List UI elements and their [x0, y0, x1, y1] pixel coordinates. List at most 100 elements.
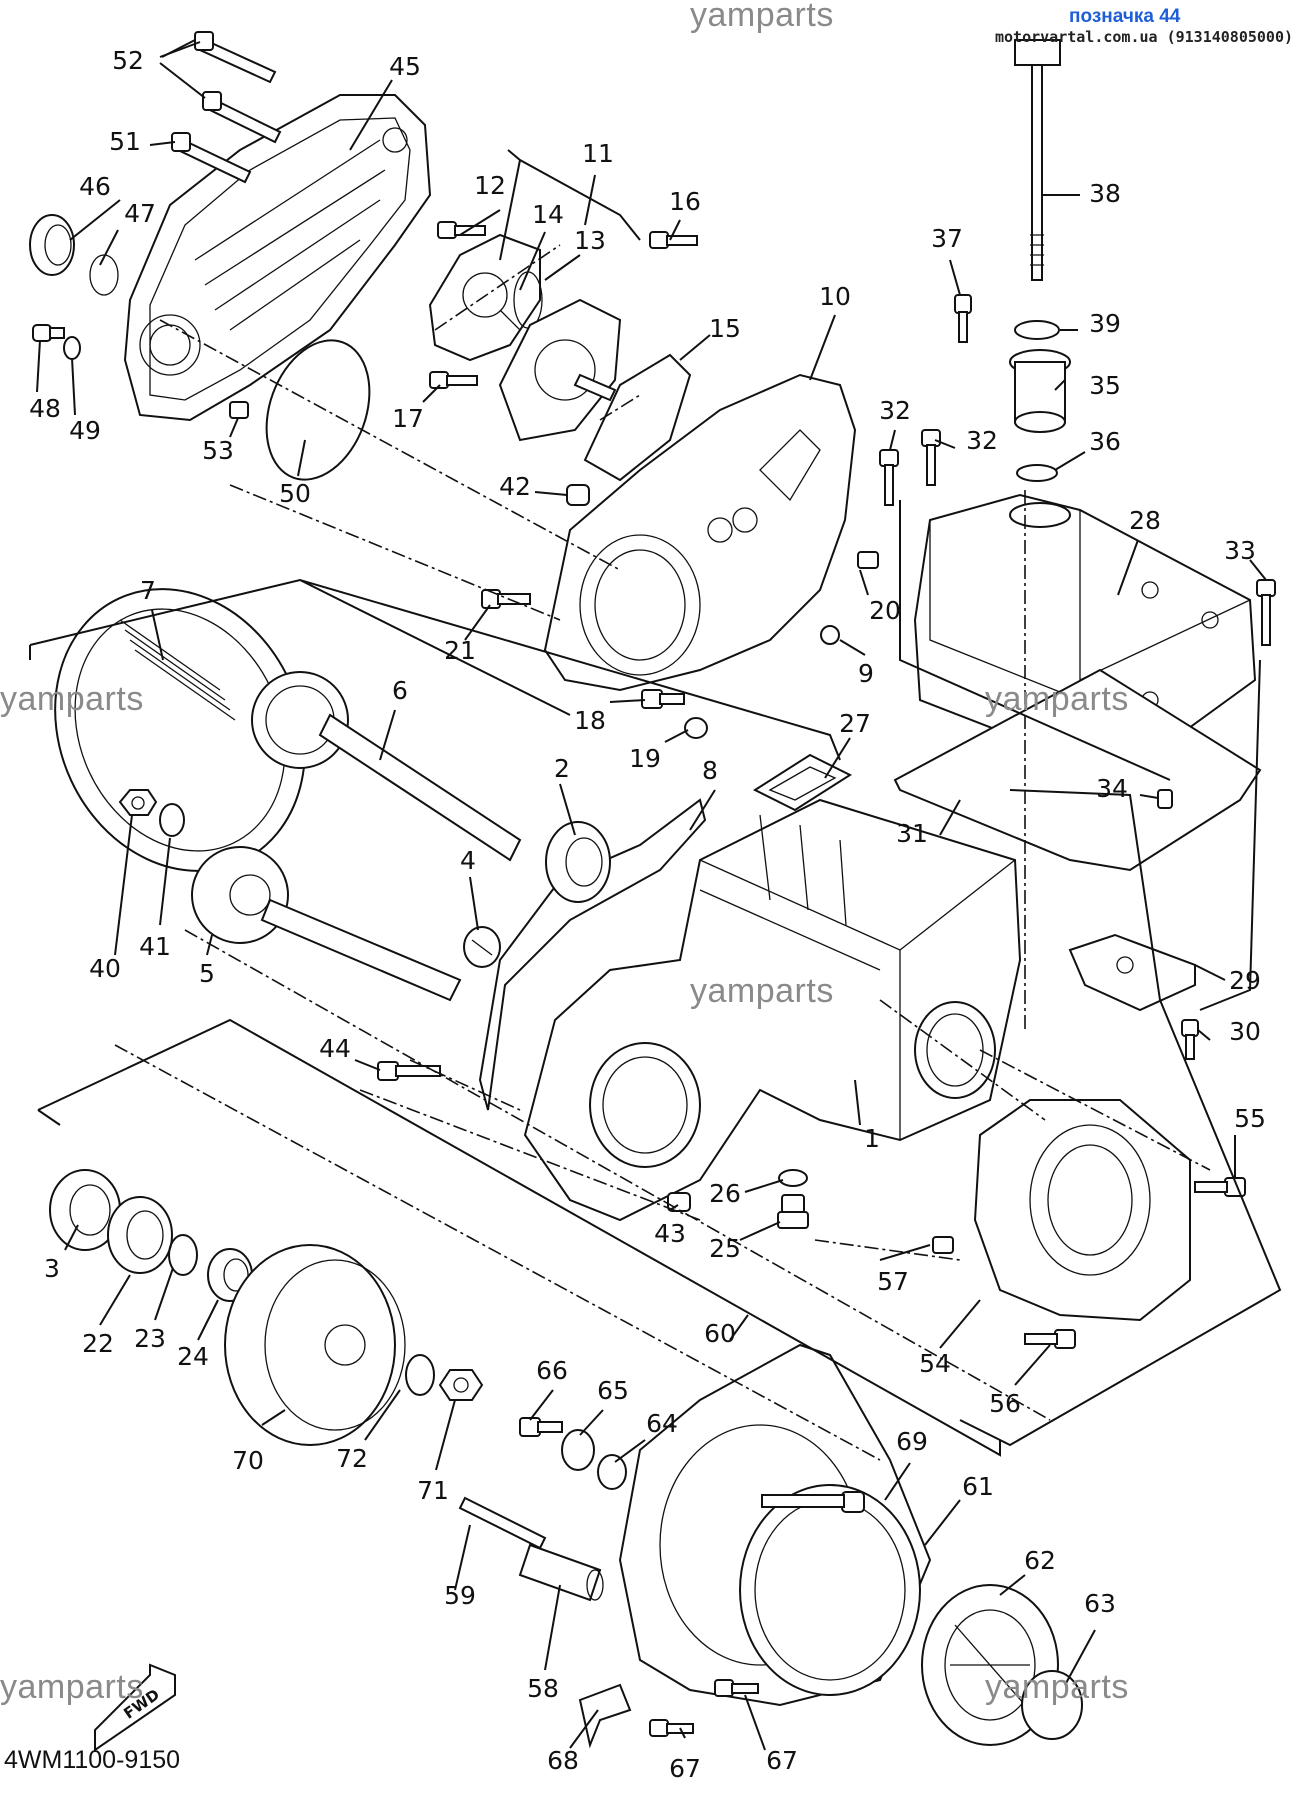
- dowel-42: [566, 484, 590, 506]
- bolts-16-17: [429, 221, 698, 389]
- site-caption: motorvartal.com.ua (913140805000): [995, 28, 1294, 46]
- callout-41: 41: [139, 932, 171, 961]
- callout-1: 1: [864, 1124, 880, 1153]
- callout-64: 64: [646, 1409, 678, 1438]
- bolt-37: [954, 294, 972, 343]
- callout-51: 51: [109, 127, 141, 156]
- callout-9: 9: [858, 659, 874, 688]
- callout-43: 43: [654, 1219, 686, 1248]
- gasket-31: [893, 668, 1262, 872]
- bolt-21: [481, 589, 531, 609]
- callout-69: 69: [896, 1427, 928, 1456]
- callout-21: 21: [444, 636, 476, 665]
- watermark: yamparts: [0, 680, 144, 718]
- bolt-33: [1256, 579, 1276, 646]
- dowel-57: [932, 1236, 954, 1254]
- callout-18: 18: [574, 706, 606, 735]
- callout-47: 47: [124, 199, 156, 228]
- bolts-32: [879, 429, 941, 506]
- callout-33: 33: [1224, 536, 1256, 565]
- bolts-52-51: [159, 31, 282, 184]
- filler-tube-35: [1009, 349, 1071, 433]
- dowel-34: [1157, 789, 1173, 809]
- leader-lines: [36, 39, 1267, 1751]
- callout-52: 52: [112, 46, 144, 75]
- callout-20: 20: [869, 596, 901, 625]
- callout-71: 71: [417, 1476, 449, 1505]
- dowel-20: [857, 551, 879, 569]
- label-link[interactable]: позначка 44: [1069, 6, 1181, 27]
- callout-25: 25: [709, 1234, 741, 1263]
- main-case-1: [523, 798, 1022, 1222]
- callout-15: 15: [709, 314, 741, 343]
- callout-68: 68: [547, 1746, 579, 1775]
- callout-32b: 32: [966, 426, 998, 455]
- shaft-6: [251, 671, 522, 862]
- collar-64: [597, 1454, 627, 1490]
- pump-cover-12: [428, 233, 541, 362]
- seal-27: [752, 753, 853, 812]
- collar-58: [518, 1543, 604, 1602]
- callout-55: 55: [1234, 1104, 1266, 1133]
- bracket-29: [1068, 933, 1196, 1012]
- callout-16: 16: [669, 187, 701, 216]
- cap-63: [1021, 1670, 1083, 1740]
- diagram-code: 4WM1100-9150: [4, 1746, 181, 1774]
- callout-19: 19: [629, 744, 661, 773]
- callout-13: 13: [574, 226, 606, 255]
- callout-7: 7: [140, 576, 156, 605]
- callout-59: 59: [444, 1581, 476, 1610]
- callout-35: 35: [1089, 371, 1121, 400]
- clip-68: [578, 1683, 632, 1749]
- washer-72: [405, 1354, 435, 1396]
- callout-61: 61: [962, 1472, 994, 1501]
- drain-plug-25: [777, 1194, 809, 1229]
- callout-60: 60: [704, 1319, 736, 1348]
- bolt-48: [32, 324, 65, 342]
- callout-29: 29: [1229, 966, 1261, 995]
- callout-30: 30: [1229, 1017, 1261, 1046]
- callout-56: 56: [989, 1389, 1021, 1418]
- dowel-53: [229, 401, 249, 419]
- callout-36: 36: [1089, 427, 1121, 456]
- washer-41: [159, 803, 185, 837]
- line-art: [29, 31, 1282, 1752]
- callout-48: 48: [29, 394, 61, 423]
- washer-9: [820, 625, 840, 645]
- watermark: yamparts: [985, 680, 1129, 718]
- oring-39: [1014, 320, 1060, 340]
- callout-37: 37: [931, 224, 963, 253]
- washer-26: [778, 1169, 808, 1187]
- callout-32a: 32: [879, 396, 911, 425]
- callout-11: 11: [582, 139, 614, 168]
- callout-28: 28: [1129, 506, 1161, 535]
- callout-24: 24: [177, 1342, 209, 1371]
- crankcase-cover-10: [543, 373, 857, 692]
- callout-57: 57: [877, 1267, 909, 1296]
- callout-22: 22: [82, 1329, 114, 1358]
- callout-53: 53: [202, 436, 234, 465]
- watermark: yamparts: [0, 1668, 144, 1706]
- callout-67b: 67: [766, 1746, 798, 1775]
- callout-26: 26: [709, 1179, 741, 1208]
- bolt-56: [1024, 1329, 1076, 1349]
- callout-66: 66: [536, 1356, 568, 1385]
- bolt-18-washer-19: [641, 689, 708, 739]
- gear-shaft-5: [191, 846, 462, 1002]
- watermark: yamparts: [985, 1668, 1129, 1706]
- callout-10: 10: [819, 282, 851, 311]
- bearing-2: [545, 821, 611, 903]
- callout-62: 62: [1024, 1546, 1056, 1575]
- nut-71: [438, 1369, 484, 1401]
- cap-4: [463, 926, 501, 968]
- callout-2: 2: [554, 754, 570, 783]
- callout-4: 4: [460, 846, 476, 875]
- seal-46: [29, 214, 75, 276]
- callout-70: 70: [232, 1446, 264, 1475]
- callout-27: 27: [839, 709, 871, 738]
- callout-58: 58: [527, 1674, 559, 1703]
- callout-39: 39: [1089, 309, 1121, 338]
- callout-3: 3: [44, 1254, 60, 1283]
- callout-labels: 1 2 3 4 5 6 7 8 9 10 11 12 13 14 15 16 1…: [29, 46, 1266, 1783]
